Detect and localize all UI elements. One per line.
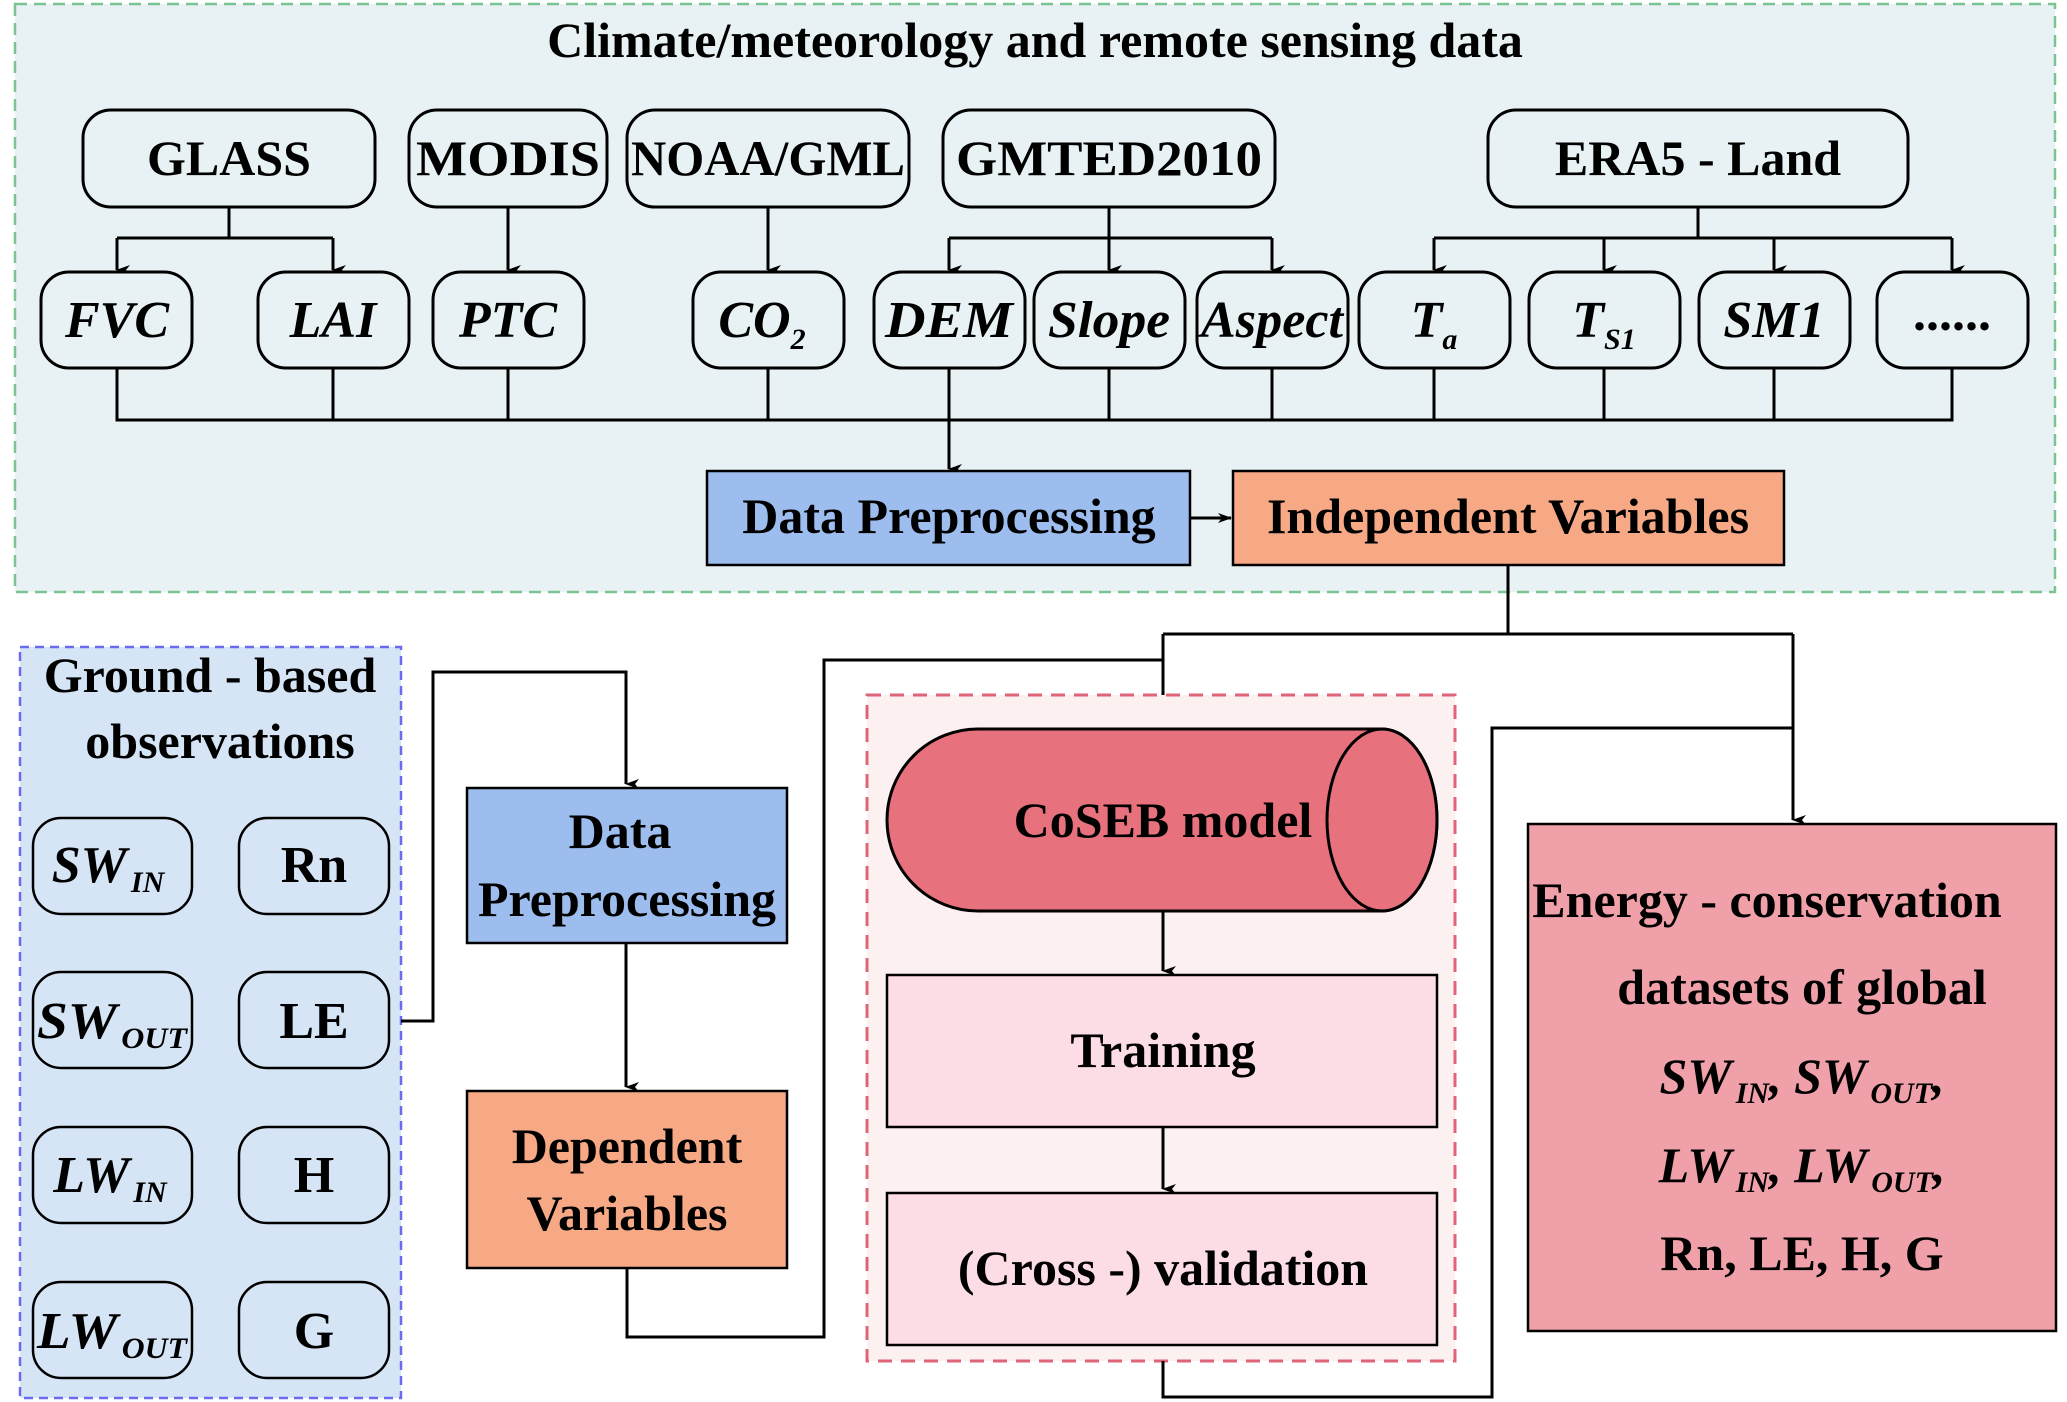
svg-text:Slope: Slope <box>1048 292 1170 349</box>
var-ptc[interactable]: PTC <box>431 270 586 370</box>
independent-variables[interactable]: Independent Variables <box>1231 469 1786 567</box>
svg-text:GLASS: GLASS <box>147 130 311 186</box>
dependent-variables[interactable]: Dependent Variables <box>465 1089 789 1270</box>
source-noaa-gml[interactable]: NOAA/GML <box>625 108 911 209</box>
svg-text:TS1: TS1 <box>1572 292 1635 356</box>
svg-text:SM1: SM1 <box>1723 292 1824 349</box>
svg-text:Data: Data <box>569 803 672 859</box>
svg-text:DEM: DEM <box>884 292 1015 349</box>
svg-text:Independent Variables: Independent Variables <box>1267 488 1749 544</box>
variable-bus-connector <box>115 368 1954 474</box>
source-modis[interactable]: MODIS <box>407 108 609 209</box>
climate-remote-sensing-panel: Climate/meteorology and remote sensing d… <box>13 2 2057 594</box>
var-sm1[interactable]: SM1 <box>1697 270 1852 370</box>
obs-le[interactable]: LE <box>237 970 391 1070</box>
svg-text:Ta: Ta <box>1411 292 1458 356</box>
var-slope[interactable]: Slope <box>1032 270 1187 370</box>
var-aspect[interactable]: Aspect <box>1195 270 1350 370</box>
source-era5-land[interactable]: ERA5 - Land <box>1486 108 1910 209</box>
data-preprocessing-ground[interactable]: Data Preprocessing <box>465 786 789 945</box>
svg-text:Variables: Variables <box>527 1185 728 1241</box>
svg-text:Data Preprocessing: Data Preprocessing <box>742 488 1155 544</box>
output-line-1: Energy - conservation <box>1532 872 2002 928</box>
validation-step[interactable]: (Cross -) validation <box>885 1191 1439 1347</box>
svg-text:NOAA/GML: NOAA/GML <box>631 130 905 186</box>
panel-title: Climate/meteorology and remote sensing d… <box>547 12 1523 68</box>
ground-to-preprocessing-arrow <box>401 670 639 1023</box>
var-fvc[interactable]: FVC <box>39 270 194 370</box>
source-gmted2010[interactable]: GMTED2010 <box>941 108 1277 209</box>
ground-title-line2: observations <box>85 713 354 769</box>
training-step[interactable]: Training <box>885 973 1439 1129</box>
dependent-to-model-connector <box>625 658 1163 1339</box>
svg-text:(Cross -) validation: (Cross -) validation <box>958 1240 1368 1296</box>
independent-branch-connector <box>1163 565 1793 636</box>
obs-g[interactable]: G <box>237 1280 391 1380</box>
source-glass[interactable]: GLASS <box>81 108 377 209</box>
model-panel: CoSEB model Training (Cross -) validatio… <box>865 693 1457 1363</box>
var-lai[interactable]: LAI <box>256 270 411 370</box>
svg-text:GMTED2010: GMTED2010 <box>956 130 1262 186</box>
svg-text:FVC: FVC <box>64 292 170 349</box>
var-co2[interactable]: CO2 <box>691 270 846 370</box>
obs-rn[interactable]: Rn <box>237 816 391 916</box>
obs-h[interactable]: H <box>237 1125 391 1225</box>
var-more[interactable]: ...... <box>1875 270 2030 370</box>
data-preprocessing-top[interactable]: Data Preprocessing <box>705 469 1192 567</box>
ground-title-line1: Ground - based <box>44 647 377 703</box>
svg-text:CO2: CO2 <box>718 292 805 356</box>
coseb-model[interactable]: CoSEB model <box>885 727 1439 913</box>
svg-text:Aspect: Aspect <box>1198 292 1345 349</box>
var-ta[interactable]: Ta <box>1357 270 1512 370</box>
svg-text:Dependent: Dependent <box>512 1118 743 1174</box>
svg-text:H: H <box>294 1147 334 1204</box>
var-ts1[interactable]: TS1 <box>1527 270 1682 370</box>
svg-text:Preprocessing: Preprocessing <box>478 871 776 927</box>
svg-text:PTC: PTC <box>458 292 559 349</box>
svg-text:MODIS: MODIS <box>416 130 600 186</box>
svg-text:LAI: LAI <box>289 292 378 349</box>
svg-text:ERA5 - Land: ERA5 - Land <box>1555 130 1841 186</box>
var-dem[interactable]: DEM <box>872 270 1027 370</box>
output-line-5: Rn, LE, H, G <box>1660 1225 1943 1281</box>
svg-text:LE: LE <box>279 993 348 1050</box>
svg-text:......: ...... <box>1913 285 1991 342</box>
source-connectors <box>115 207 1965 275</box>
svg-text:CoSEB model: CoSEB model <box>1014 792 1313 848</box>
svg-text:Training: Training <box>1070 1022 1255 1078</box>
output-datasets[interactable]: Energy - conservation datasets of global… <box>1526 822 2058 1333</box>
validation-to-output-connector <box>1161 726 1793 1399</box>
output-line-2: datasets of global <box>1617 959 1987 1015</box>
svg-text:G: G <box>294 1303 334 1360</box>
svg-text:Rn: Rn <box>281 837 348 894</box>
